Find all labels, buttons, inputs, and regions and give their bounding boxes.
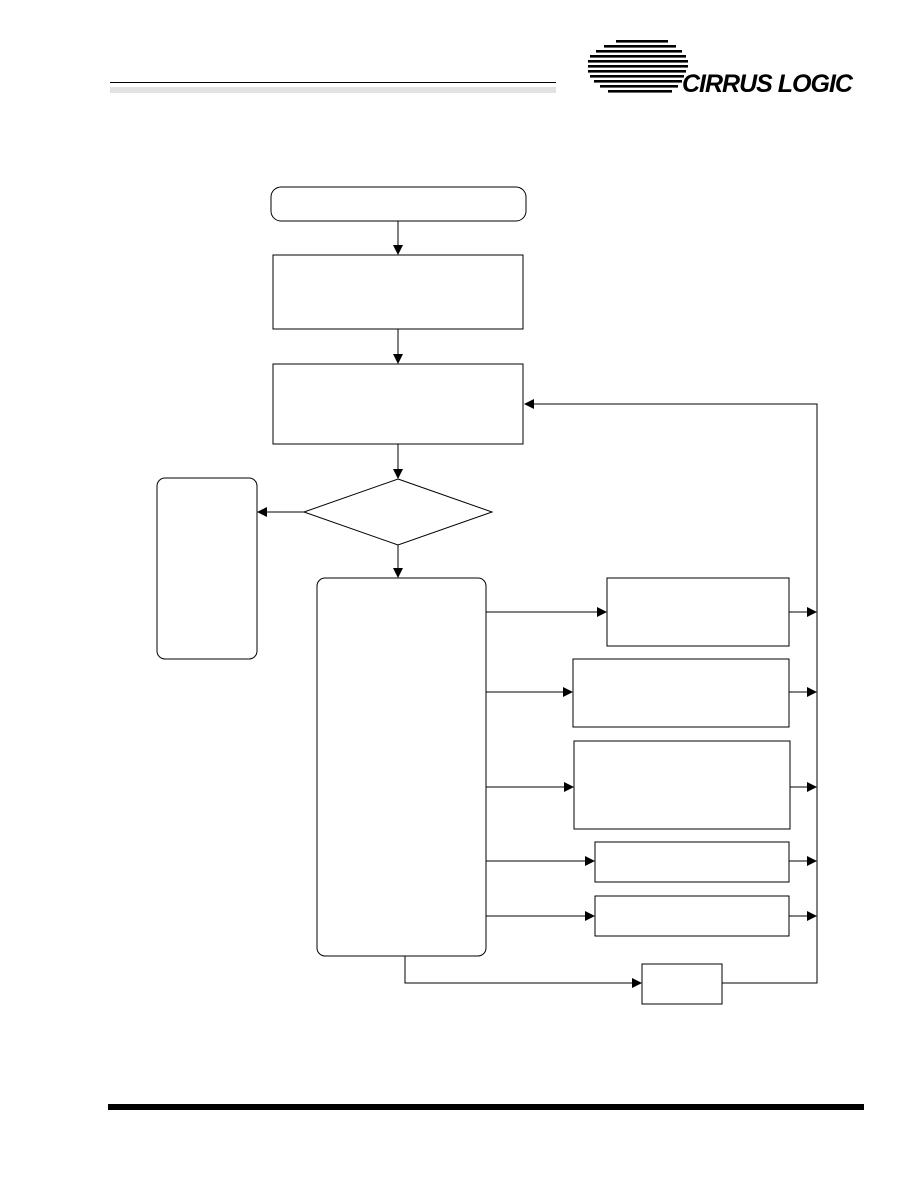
handler-2-node xyxy=(572,658,790,728)
step-2-node xyxy=(272,363,524,445)
handler-5-node xyxy=(594,895,790,937)
decision-node xyxy=(302,478,494,546)
start-node xyxy=(270,186,527,222)
return-bus-line xyxy=(524,399,818,984)
handler-4-node xyxy=(594,841,790,883)
step-1-node xyxy=(272,254,524,330)
loop-box-node xyxy=(641,963,723,1005)
dispatch-node xyxy=(316,577,487,957)
footer-rule xyxy=(108,1104,864,1110)
handler-3-node xyxy=(573,740,791,830)
logo-text: CIRRUS LOGIC xyxy=(682,70,854,98)
handler-1-node xyxy=(606,577,790,647)
header-rule xyxy=(110,82,556,83)
edge-dispatch-loop-box xyxy=(404,956,642,988)
cirrus-logic-striped-globe-icon xyxy=(588,40,688,93)
cirrus-logic-logo: CIRRUS LOGIC xyxy=(588,40,855,98)
header-rule-shadow xyxy=(110,87,556,93)
left-branch-node xyxy=(156,477,258,660)
